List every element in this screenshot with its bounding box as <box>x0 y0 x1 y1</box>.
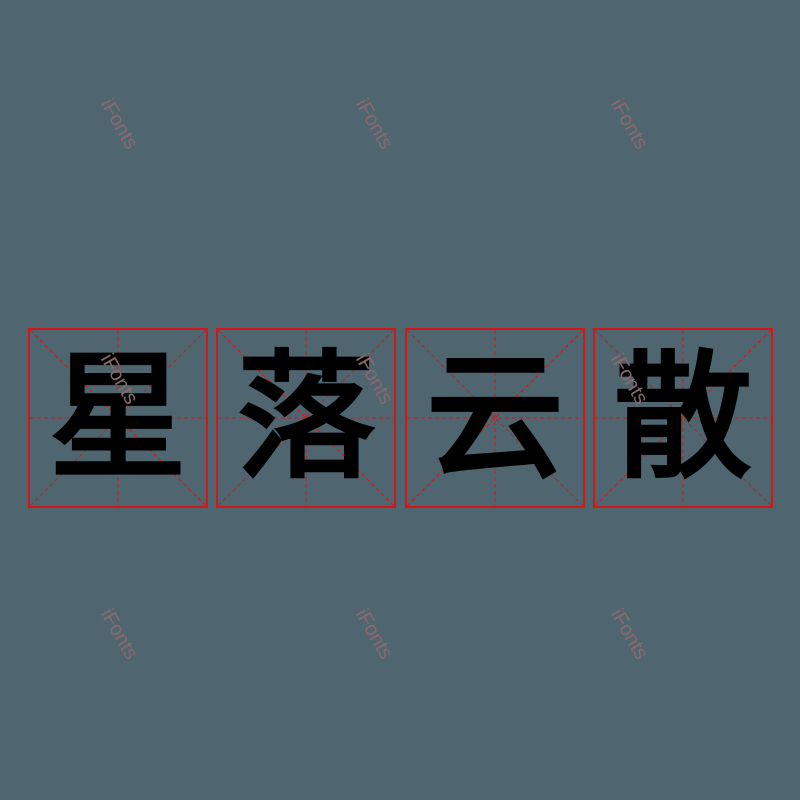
character-glyph: 云 <box>425 337 564 498</box>
grid-guide-icon <box>30 330 206 506</box>
watermark: iFonts <box>95 605 143 664</box>
character-glyph: 散 <box>613 337 752 498</box>
character-cell-2: 落 <box>216 328 396 508</box>
grid-guide-icon <box>595 330 771 506</box>
character-glyph: 落 <box>236 337 375 498</box>
character-cell-3: 云 <box>405 328 585 508</box>
character-glyph: 星 <box>48 337 187 498</box>
watermark: iFonts <box>605 95 653 154</box>
watermark: iFonts <box>350 95 398 154</box>
watermark: iFonts <box>605 605 653 664</box>
character-cell-1: 星 <box>28 328 208 508</box>
grid-guide-icon <box>218 330 394 506</box>
watermark: iFonts <box>95 95 143 154</box>
character-cell-4: 散 <box>593 328 773 508</box>
watermark: iFonts <box>350 605 398 664</box>
grid-guide-icon <box>407 330 583 506</box>
